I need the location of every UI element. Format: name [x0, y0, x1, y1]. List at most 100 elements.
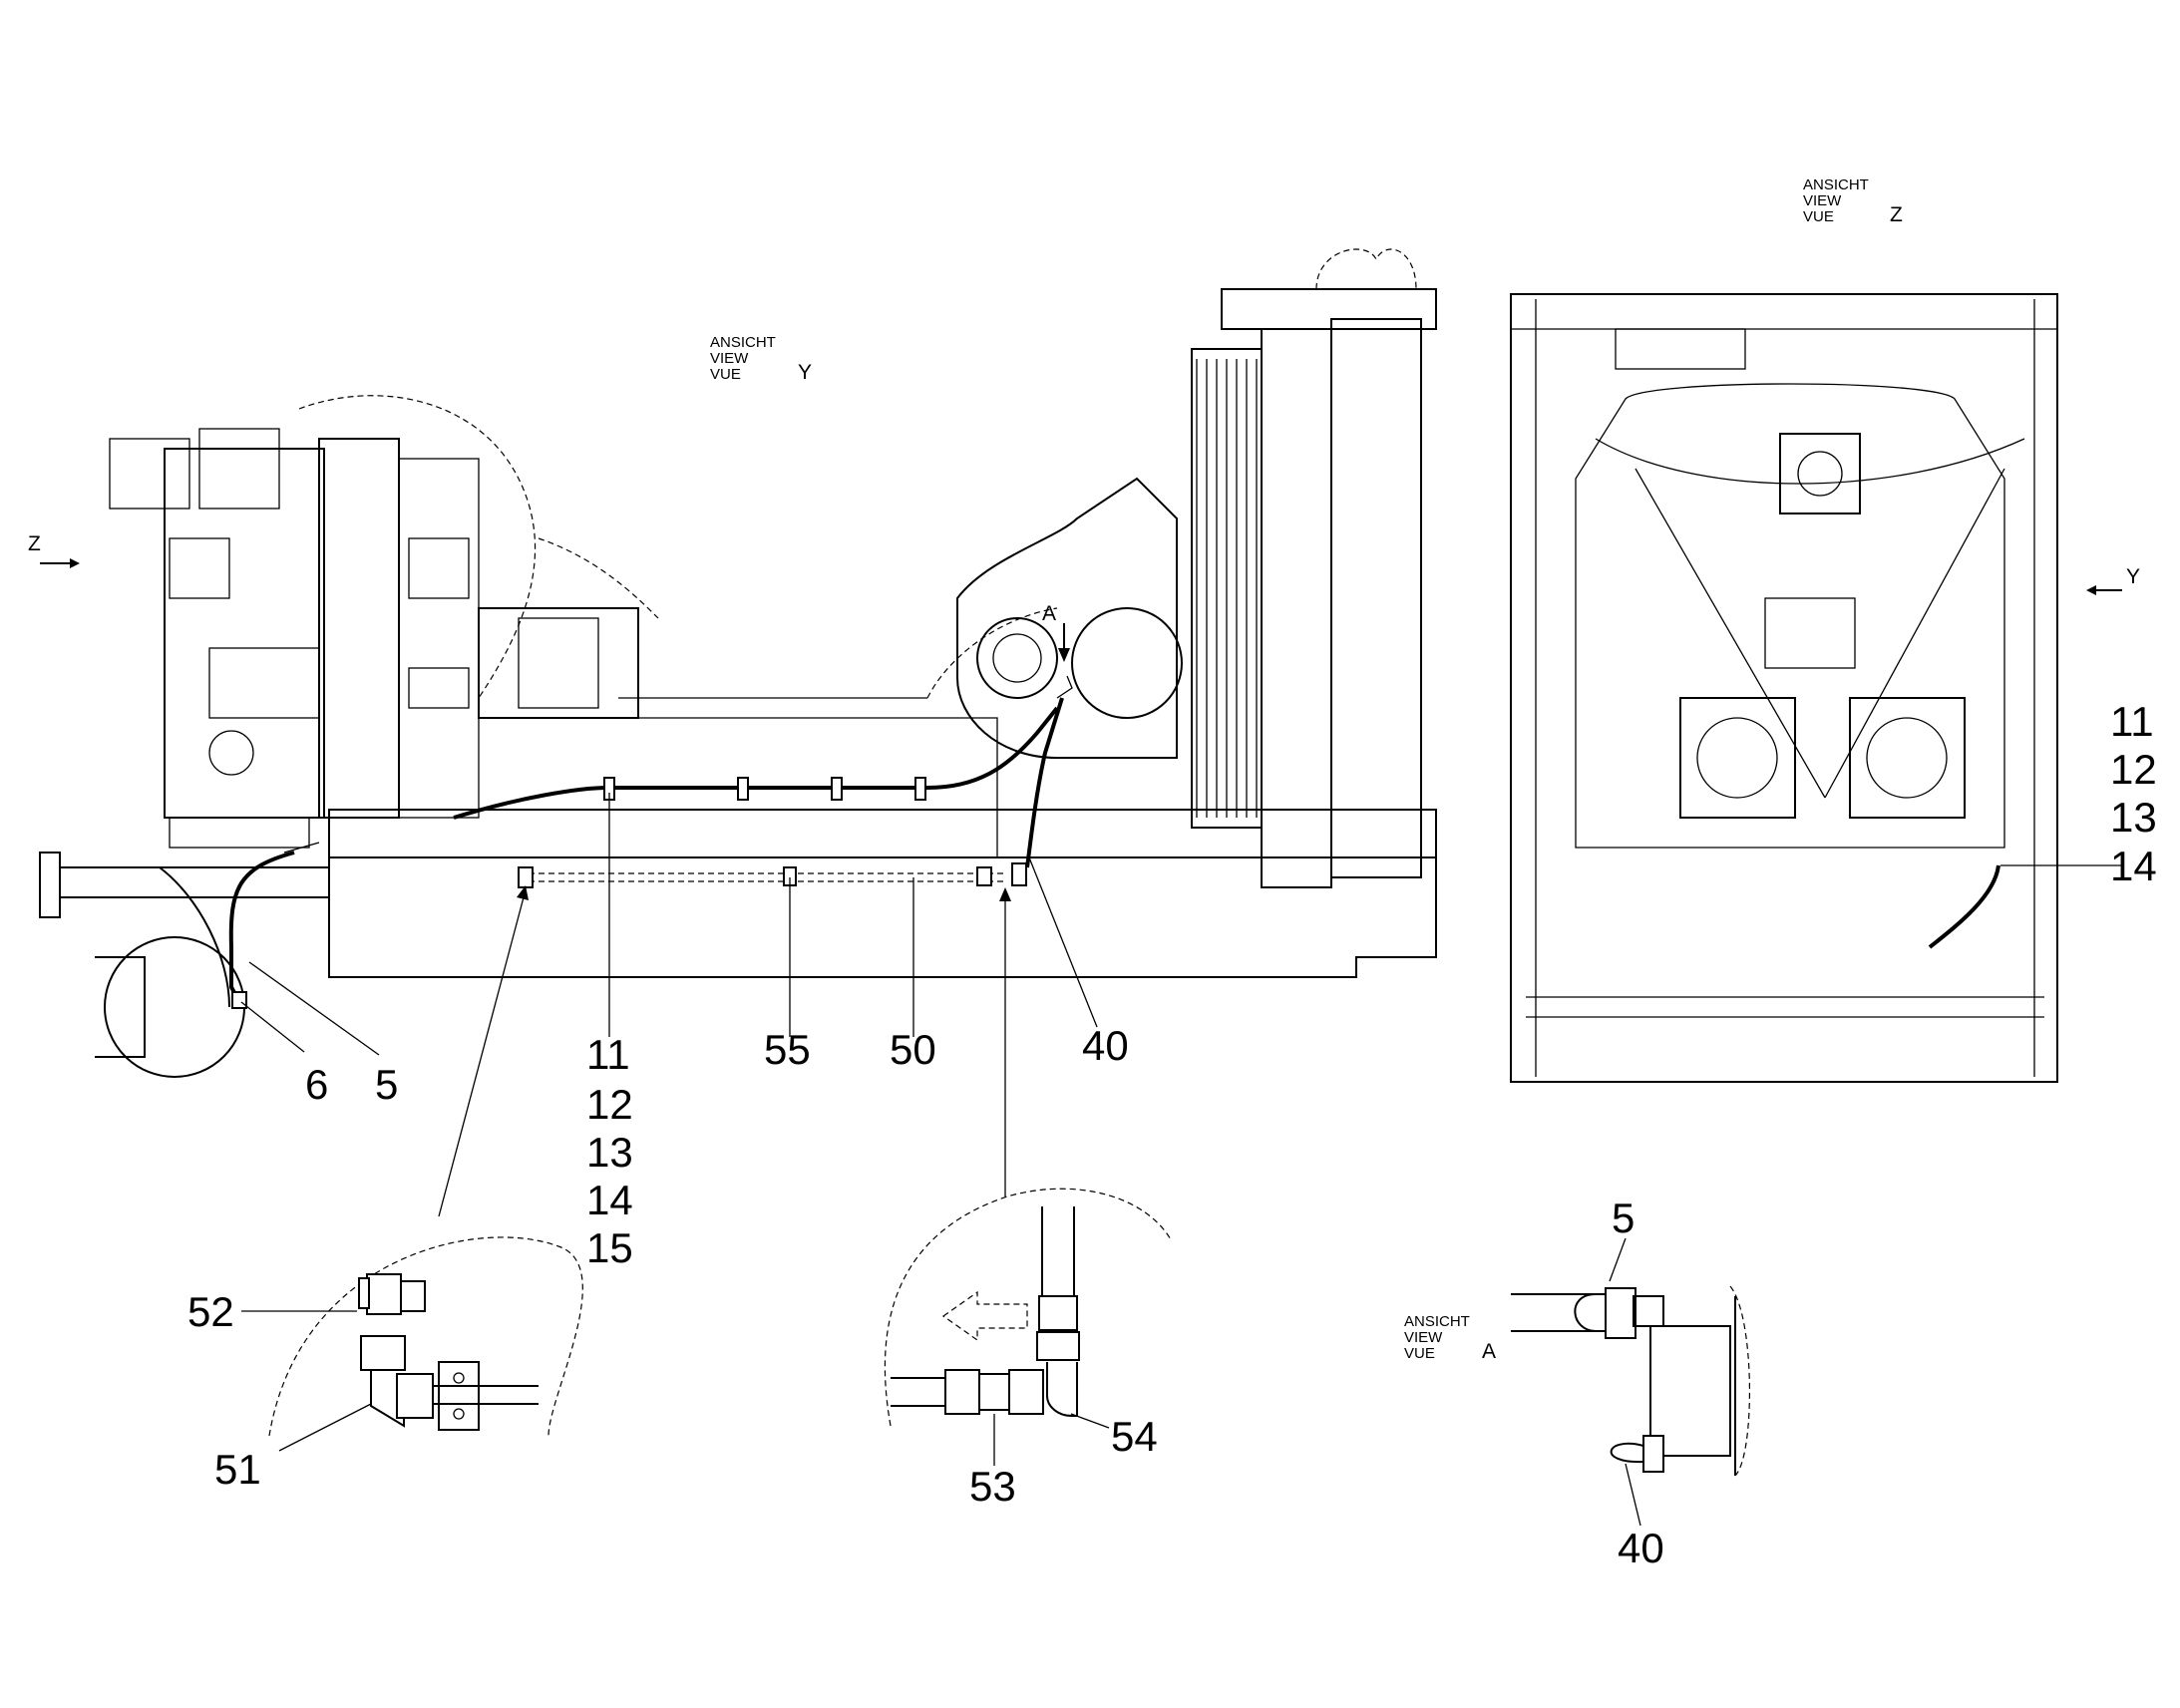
main-callouts: 6 5 11 12 13 14 15 55 50 40 [305, 1022, 1129, 1271]
center-panel [398, 458, 480, 819]
main-leaders [240, 793, 1098, 1217]
view-a-label: ANSICHT VIEW VUE A [1404, 1313, 1496, 1363]
leader-5 [248, 961, 380, 1056]
pump-valve-2 [198, 428, 280, 510]
view-y-line2: VIEW [710, 350, 749, 367]
view-z-hoses [1595, 438, 2025, 799]
view-a-hose-5 [1511, 1293, 1606, 1332]
y-marker-label: Y [2126, 565, 2140, 588]
fitting-left [518, 866, 534, 888]
detail-view-a: ANSICHT VIEW VUE A 5 40 [1404, 1195, 1751, 1571]
detail-mid-pipe [891, 1377, 945, 1407]
clamp-bolt-2 [453, 1408, 465, 1420]
leader-40 [1028, 856, 1098, 1028]
view-a-hose-end [1574, 1293, 1597, 1332]
fitting-right-2 [1011, 862, 1027, 886]
callout-40: 40 [1082, 1022, 1129, 1069]
vz-callout-14: 14 [2110, 843, 2157, 889]
z-view-marker: Z [28, 532, 80, 568]
frame-beam [529, 717, 998, 858]
hose-nut-2 [1036, 1331, 1080, 1361]
vz-callout-11: 11 [2110, 698, 2154, 745]
pump-housing [164, 448, 325, 819]
view-z-hose-14 [1928, 864, 2000, 949]
view-y-line1: ANSICHT [710, 334, 776, 351]
view-y-line3: VUE [710, 366, 741, 383]
engine-pulley-inner [992, 633, 1042, 683]
radiator-frame [1261, 328, 1332, 888]
hose-clamps [603, 777, 926, 801]
tee-side [400, 1280, 426, 1312]
hose-40-end [1056, 675, 1073, 699]
hose-5-end [283, 842, 320, 854]
arrowhead-detail-mid [999, 887, 1011, 901]
gearbox [478, 607, 639, 719]
callout-6: 6 [305, 1061, 328, 1108]
vz-callout-13: 13 [2110, 794, 2157, 841]
pump-port [208, 730, 254, 776]
tee-port [358, 1277, 370, 1309]
leader-a-40 [1625, 1463, 1641, 1527]
view-a-letter: A [1482, 1340, 1496, 1363]
callout-11: 11 [586, 1031, 630, 1078]
callout-12: 12 [586, 1081, 633, 1128]
lifting-eye [1315, 248, 1417, 290]
view-a-boundary [1729, 1285, 1751, 1477]
callout-14: 14 [586, 1177, 633, 1223]
callout-13: 13 [586, 1129, 633, 1176]
y-view-marker: Y [2086, 565, 2140, 595]
radiator-top [1221, 288, 1437, 330]
view-z-center-pump [1779, 433, 1861, 514]
callout-52: 52 [187, 1288, 234, 1335]
view-z-letter: Z [1890, 203, 1903, 226]
fitting-right-1 [976, 866, 992, 886]
union-a [1008, 1369, 1044, 1415]
pump-valve-3 [169, 537, 230, 599]
view-a-line1: ANSICHT [1404, 1313, 1470, 1330]
a-marker-label: A [1042, 602, 1056, 625]
view-z-line3: VUE [1803, 208, 1834, 225]
nut-51 [360, 1335, 406, 1371]
view-a-block [1633, 1295, 1664, 1327]
callout-51: 51 [214, 1446, 261, 1493]
hidden-hose-1 [298, 395, 537, 699]
view-z-frame-inner [1511, 299, 2057, 1077]
main-side-view: Z A ANSICHT VIEW VUE Y [28, 248, 1437, 1078]
callout-50: 50 [890, 1026, 936, 1073]
radiator-fins [1196, 359, 1258, 818]
view-z: ANSICHT VIEW VUE Z Y 11 12 13 14 [1510, 176, 2157, 1083]
detail-left-pipe [433, 1385, 539, 1405]
view-z-line1: ANSICHT [1803, 176, 1869, 193]
view-z-right-pump-port [1866, 717, 1948, 799]
frame-base [328, 809, 1437, 978]
pipe-clamp [438, 1361, 480, 1431]
clamp-bolt-1 [453, 1372, 465, 1384]
pump-flange [169, 817, 310, 849]
leader-51 [278, 1403, 372, 1452]
view-a-line3: VUE [1404, 1345, 1435, 1362]
view-z-lower-rails [1526, 996, 2044, 1018]
hose-5 [228, 851, 295, 1003]
view-z-label: ANSICHT VIEW VUE Z [1803, 176, 1903, 226]
view-z-right-pump [1849, 697, 1966, 819]
radiator-column [1330, 318, 1422, 878]
gearbox-valve [518, 617, 599, 709]
pump-valve-1 [109, 438, 190, 510]
callout-54: 54 [1111, 1413, 1158, 1460]
leader-6 [240, 1001, 305, 1053]
view-z-engine-outline [1575, 383, 2005, 849]
left-pipe [39, 852, 330, 918]
view-z-center-pump-port [1797, 451, 1843, 497]
union-b [978, 1373, 1010, 1411]
view-a-housing [1649, 1325, 1731, 1457]
detail-left: 52 51 [187, 1236, 583, 1493]
direction-arrow [941, 1290, 1028, 1342]
pump-valve-4 [208, 647, 320, 719]
view-z-left-pump [1679, 697, 1796, 819]
hidden-hose-3 [926, 607, 1058, 699]
view-z-valve-block [1764, 597, 1856, 669]
center-valve-2 [408, 667, 470, 709]
fitting-6 [231, 991, 247, 1009]
view-y-letter: Y [798, 361, 812, 384]
fan-hub [1071, 607, 1183, 719]
